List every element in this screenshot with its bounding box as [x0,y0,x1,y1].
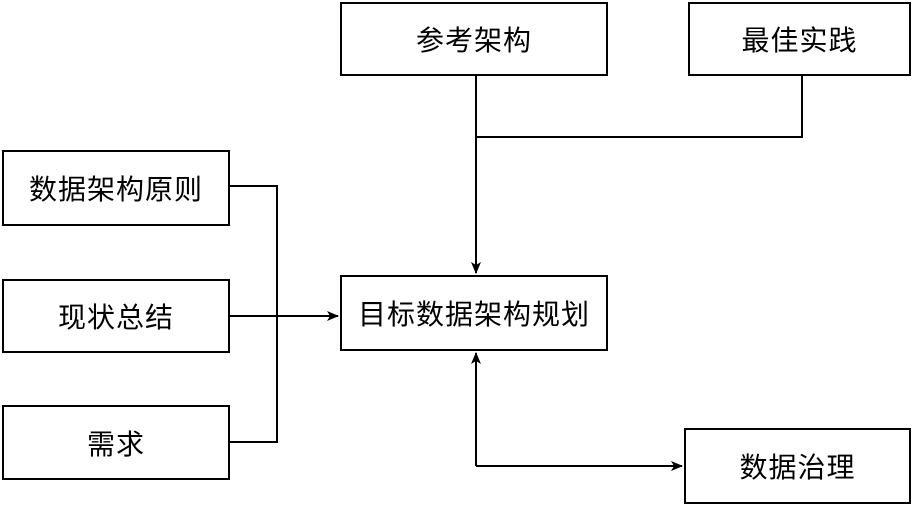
connector-principles-bracket [230,185,278,316]
connector-best-practice-join [476,76,803,138]
reference-architecture-box: 参考架构 [340,2,608,76]
current-state-summary-box: 现状总结 [2,279,230,353]
data-architecture-principles-label: 数据架构原则 [28,173,203,206]
best-practice-box: 最佳实践 [688,2,911,76]
target-data-architecture-planning-box: 目标数据架构规划 [340,275,608,351]
requirements-box: 需求 [2,405,230,480]
reference-architecture-label: 参考架构 [415,24,532,57]
target-data-architecture-planning-label: 目标数据架构规划 [357,298,590,331]
requirements-label: 需求 [86,427,145,461]
data-architecture-principles-box: 数据架构原则 [2,150,230,226]
data-governance-box: 数据治理 [684,428,911,504]
connector-demand-bracket [230,316,278,443]
data-governance-label: 数据治理 [739,451,856,484]
current-state-summary-label: 现状总结 [57,301,174,334]
best-practice-label: 最佳实践 [741,24,858,57]
